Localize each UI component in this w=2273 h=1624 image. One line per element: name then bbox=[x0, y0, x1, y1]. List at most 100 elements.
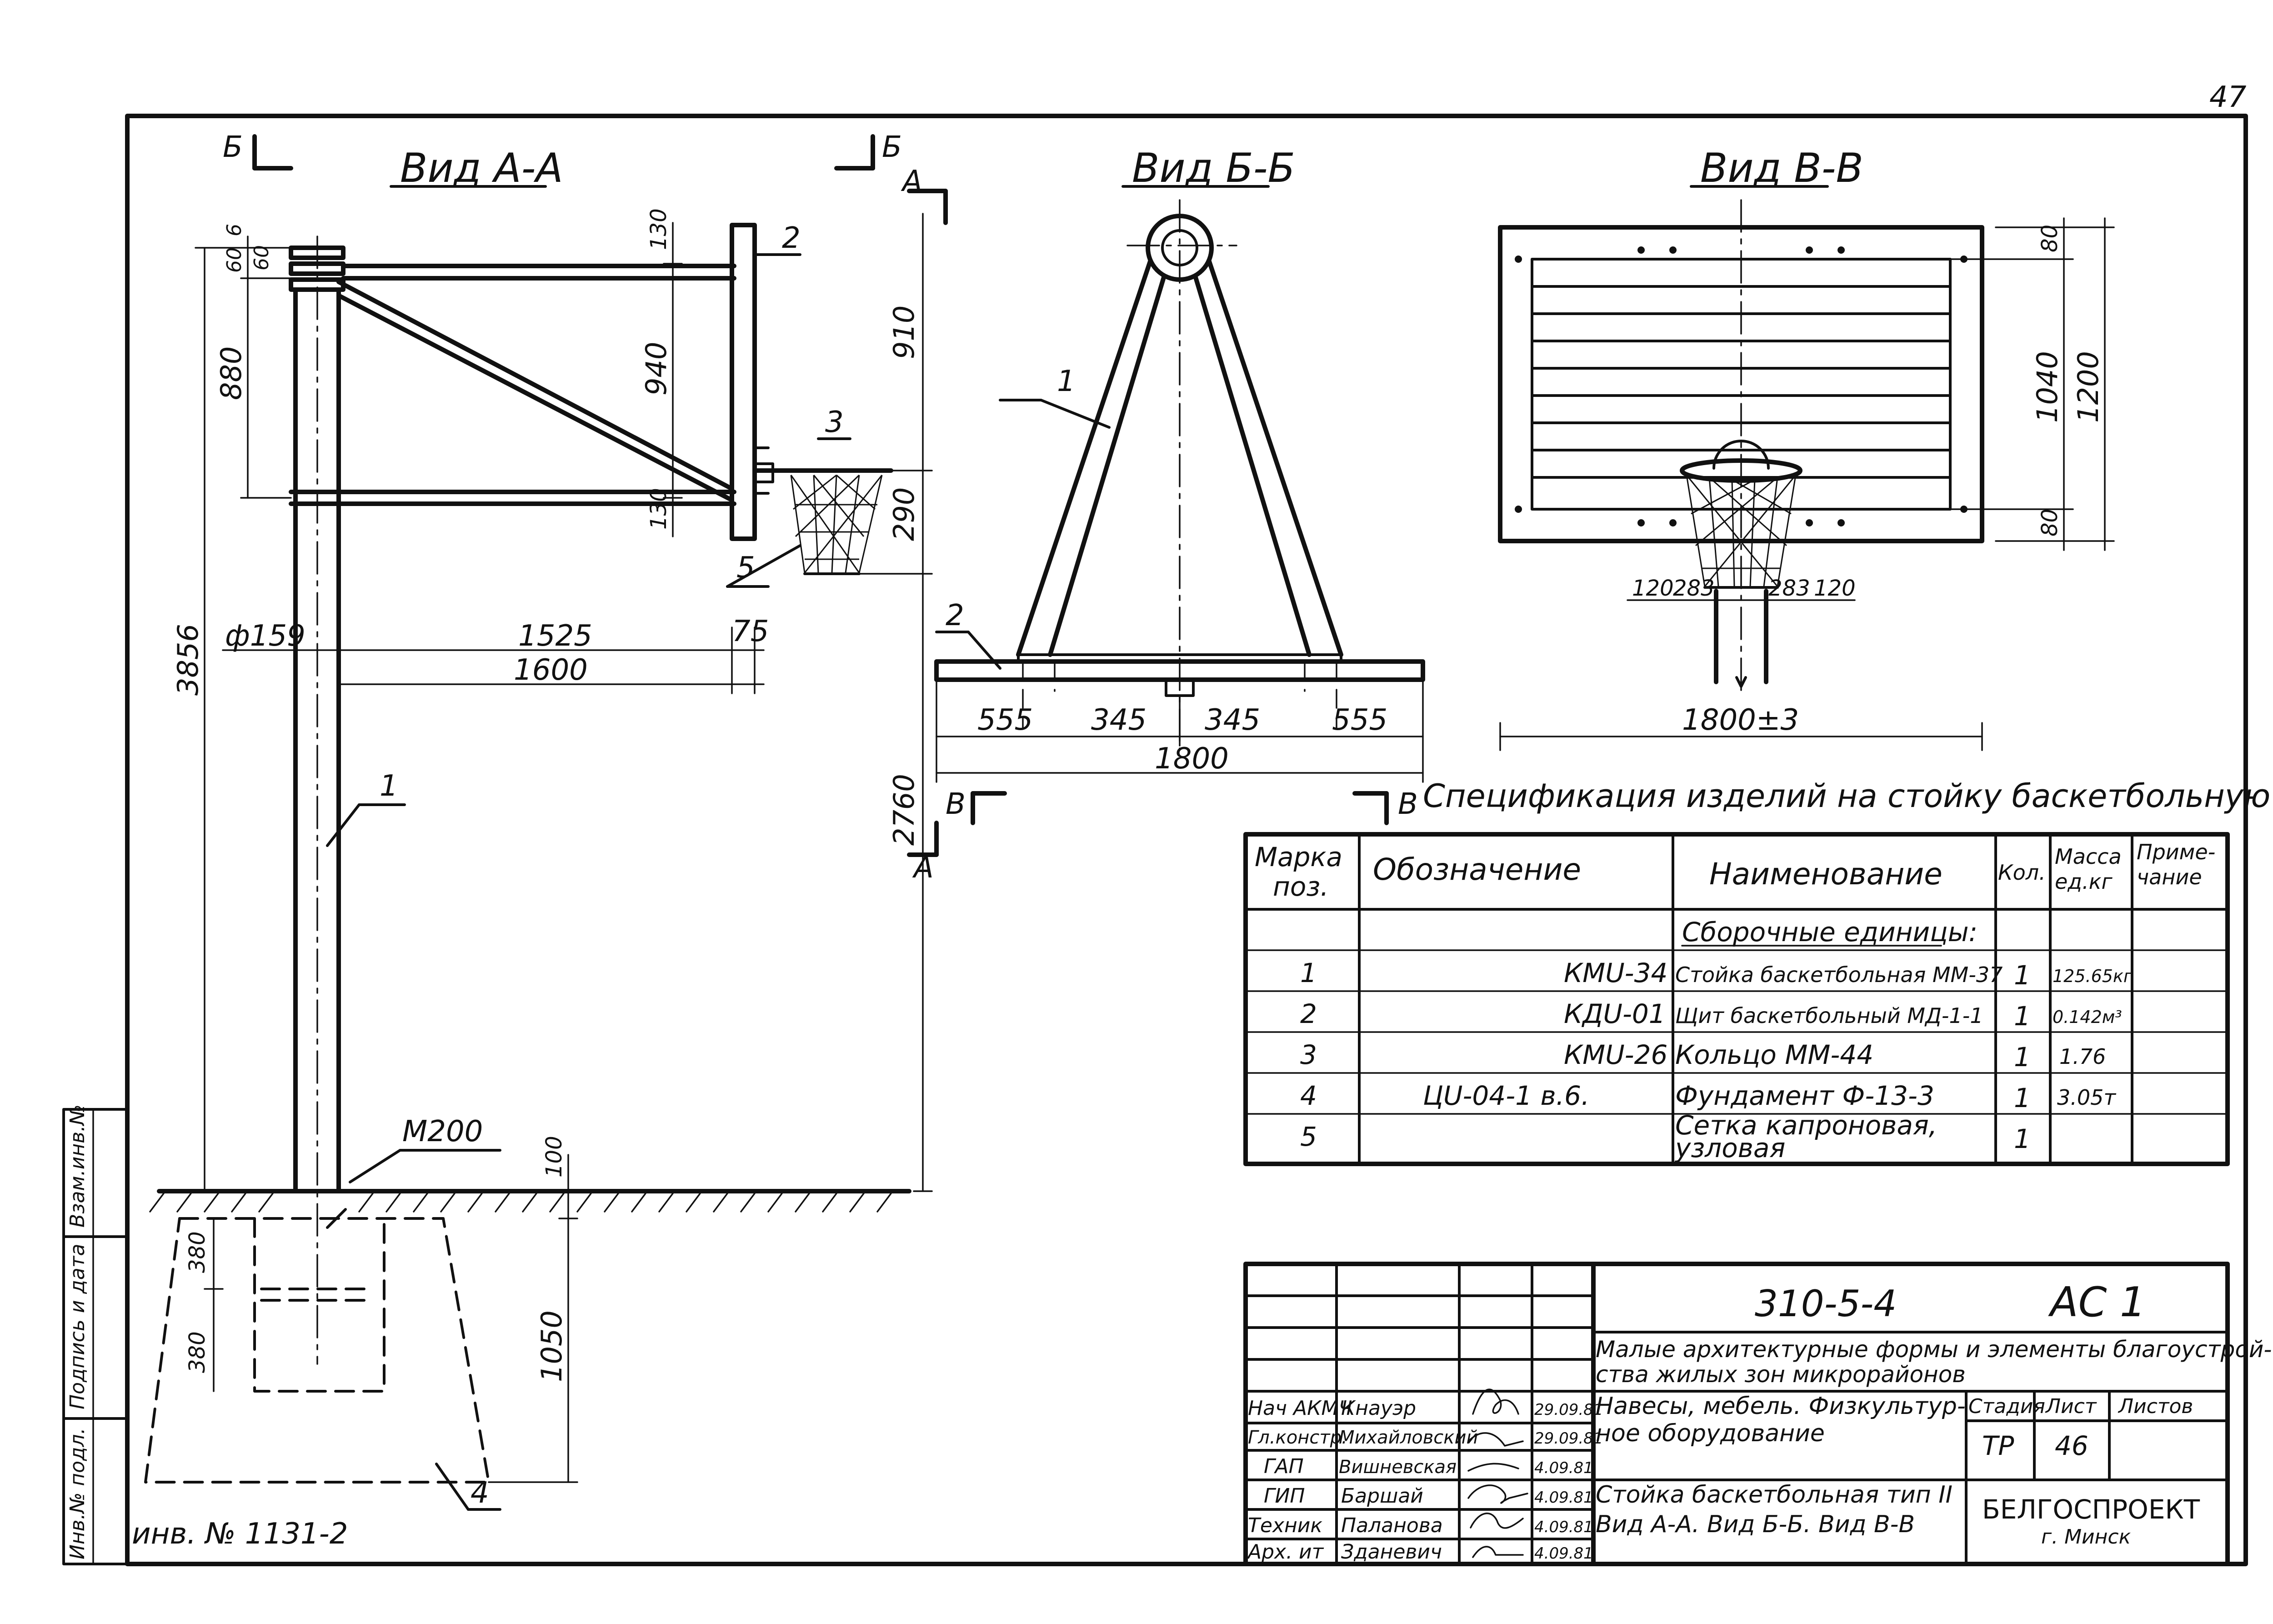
dim-1050: 1050 bbox=[535, 1310, 568, 1382]
post-pipe bbox=[289, 236, 345, 1365]
pos3-label-aa: 3 bbox=[825, 406, 844, 439]
row4-designation: ЦU-04-1 в.6. bbox=[1423, 1080, 1589, 1111]
cut-v-left: В bbox=[946, 787, 966, 821]
row3-mass: 1.76 bbox=[2059, 1044, 2106, 1069]
row3-name: Кольцо ММ-44 bbox=[1675, 1039, 1873, 1070]
dims-horizontal-aa: ф159 1525 75 1600 bbox=[222, 615, 769, 694]
backboard-side bbox=[730, 223, 757, 541]
stamp-section-2: ное оборудование bbox=[1596, 1420, 1825, 1447]
stamp-drawing-2: Вид А-А. Вид Б-Б. Вид В-В bbox=[1596, 1511, 1915, 1538]
hdr-mark2: поз. bbox=[1273, 871, 1329, 902]
row4-name: Фундамент Ф-13-3 bbox=[1675, 1080, 1934, 1111]
inventory-number: инв. № 1131-2 bbox=[132, 1517, 348, 1551]
side-podpis: Подпись и дата bbox=[66, 1244, 89, 1409]
dim-2760: 2760 bbox=[887, 774, 921, 846]
dim-345b: 345 bbox=[1205, 703, 1260, 737]
spec-row: 1 КМU-34 Стойка баскетбольная ММ-37 1 12… bbox=[1300, 957, 2133, 991]
dim-60a: 60 bbox=[223, 247, 246, 273]
dims-vv: 80 1040 1200 80 120 283 283 120 1800±3 bbox=[1499, 217, 2115, 751]
dims-mid-aa: 130 940 130 bbox=[640, 208, 683, 537]
hdr-note: Приме- bbox=[2137, 840, 2215, 864]
stamp-drawing-1: Стойка баскетбольная тип II bbox=[1596, 1481, 1953, 1509]
dim-6: 6 bbox=[223, 224, 246, 236]
stamp-code: 310-5-4 bbox=[1755, 1283, 1897, 1325]
view-aa-title: Вид А-А bbox=[400, 145, 563, 191]
hdr-qty: Кол. bbox=[1998, 860, 2046, 885]
side-inv-podl: Инв.№ подл. bbox=[66, 1428, 89, 1559]
signature-row: ГИП Баршай 4.09.81 bbox=[1264, 1484, 1593, 1508]
dim-910: 910 bbox=[887, 306, 921, 359]
dim-60b: 60 bbox=[250, 245, 273, 271]
view-bb-title: Вид Б-Б bbox=[1132, 145, 1295, 191]
dim-880: 880 bbox=[215, 346, 248, 400]
dim-1600: 1600 bbox=[514, 653, 588, 687]
p1-role: Нач АКМЧ bbox=[1248, 1397, 1352, 1420]
signature-row: Арх. ит Зданевич 4.09.81 bbox=[1247, 1540, 1593, 1564]
stamp-stage: ТР bbox=[1982, 1430, 2014, 1461]
dim-555a: 555 bbox=[977, 703, 1033, 737]
p3-name: Вишневская bbox=[1339, 1457, 1457, 1478]
pos1-label-aa: 1 bbox=[380, 769, 398, 803]
spec-section: Сборочные единицы: bbox=[1682, 917, 1978, 947]
view-bb: Вид Б-Б 1 2 555 345 bbox=[934, 145, 1425, 825]
dim-diameter: ф159 bbox=[225, 619, 305, 653]
pos2-label-bb: 2 bbox=[946, 599, 964, 632]
dim-1800-bb: 1800 bbox=[1155, 742, 1229, 776]
stamp-section-1: Навесы, мебель. Физкультур- bbox=[1596, 1393, 1966, 1420]
title-block: 310-5-4 АС 1 Малые архитектурные формы и… bbox=[1243, 1262, 2272, 1566]
row1-designation: КМU-34 bbox=[1564, 957, 1667, 988]
stamp-sheet-code: АС 1 bbox=[2048, 1278, 2146, 1326]
row1-name: Стойка баскетбольная ММ-37 bbox=[1675, 962, 2003, 987]
view-aa: Вид А-А Б Б А А bbox=[144, 130, 948, 1511]
dim-290: 290 bbox=[887, 487, 921, 541]
stamp-stage-label: Стадия bbox=[1968, 1395, 2045, 1418]
spec-row: 3 КМU-26 Кольцо ММ-44 1 1.76 bbox=[1300, 1039, 2106, 1073]
hdr-mass2: ед.кг bbox=[2055, 869, 2113, 894]
p4-date: 4.09.81 bbox=[1534, 1489, 1593, 1507]
p5-role: Техник bbox=[1248, 1514, 1322, 1537]
dims-bb: 555 345 345 555 1800 bbox=[936, 679, 1424, 783]
hdr-mass: Масса bbox=[2055, 844, 2122, 869]
sheet-frame bbox=[62, 114, 2248, 1566]
row5-qty: 1 bbox=[2014, 1123, 2031, 1154]
pos5-label-aa: 5 bbox=[736, 551, 755, 585]
dim-80-top: 80 bbox=[2037, 225, 2063, 252]
stamp-project-2: ства жилых зон микрорайонов bbox=[1596, 1361, 1966, 1388]
spec-row: 2 КДU-01 Щит баскетбольный МД-1-1 1 0.14… bbox=[1300, 998, 2122, 1032]
row4-qty: 1 bbox=[2014, 1083, 2031, 1113]
stamp-sheet: 46 bbox=[2055, 1430, 2088, 1461]
support-arms bbox=[289, 264, 736, 506]
dim-380a: 380 bbox=[185, 1231, 210, 1273]
side-vzam: Взам.инв.№ bbox=[66, 1104, 89, 1228]
dims-right-aa: 910 290 2760 bbox=[767, 213, 933, 1192]
p2-role: Гл.констр. bbox=[1248, 1427, 1347, 1448]
p6-date: 4.09.81 bbox=[1534, 1544, 1593, 1563]
spec-row: 4 ЦU-04-1 в.6. Фундамент Ф-13-3 1 3.05т bbox=[1300, 1080, 2116, 1113]
p1-date: 29.09.81 bbox=[1534, 1401, 1603, 1419]
row3-designation: КМU-26 bbox=[1564, 1039, 1667, 1070]
pos1-label-bb: 1 bbox=[1057, 365, 1076, 398]
stamp-city: г. Минск bbox=[2041, 1525, 2131, 1549]
spec-table: Спецификация изделий на стойку баскетбол… bbox=[1243, 777, 2270, 1166]
dim-380b: 380 bbox=[185, 1331, 210, 1373]
signature-row: Гл.констр. Михайловский 29.09.81 bbox=[1248, 1427, 1603, 1448]
concrete-grade: М200 bbox=[402, 1115, 483, 1148]
p5-name: Паланова bbox=[1341, 1514, 1443, 1537]
row5-name: Сетка капроновая, bbox=[1675, 1110, 1937, 1141]
row2-mass: 0.142м³ bbox=[2053, 1007, 2122, 1027]
hdr-mark: Марка bbox=[1255, 842, 1342, 872]
row5-pos: 5 bbox=[1300, 1121, 1317, 1152]
p3-date: 4.09.81 bbox=[1534, 1459, 1593, 1477]
hdr-designation: Обозначение bbox=[1373, 852, 1581, 887]
dim-283a: 283 bbox=[1673, 576, 1715, 601]
stamp-sheets-label: Листов bbox=[2118, 1395, 2193, 1418]
page-number: 47 bbox=[2209, 80, 2247, 114]
row4-pos: 4 bbox=[1300, 1080, 1317, 1111]
stamp-sheet-label: Лист bbox=[2045, 1395, 2097, 1418]
dim-1040: 1040 bbox=[2031, 351, 2064, 423]
signature-row: Техник Паланова 4.09.81 bbox=[1248, 1514, 1593, 1537]
p5-date: 4.09.81 bbox=[1534, 1518, 1593, 1536]
row3-qty: 1 bbox=[2014, 1042, 2031, 1073]
cut-b-right: Б bbox=[882, 130, 902, 164]
row1-qty: 1 bbox=[2014, 960, 2031, 991]
